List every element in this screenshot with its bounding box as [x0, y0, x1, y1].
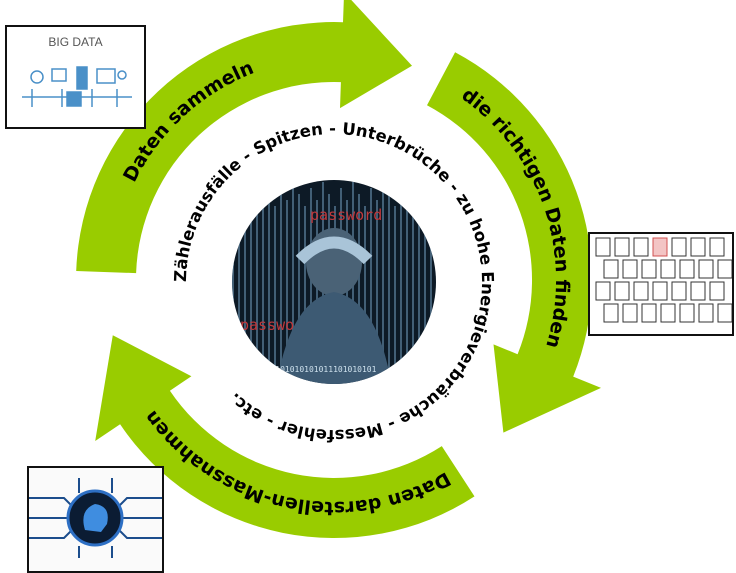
arrow-daten-sammeln	[76, 0, 412, 274]
document-icon	[671, 281, 687, 301]
code-rain-column	[400, 188, 402, 384]
document-icon	[709, 281, 725, 301]
document-icon	[652, 237, 668, 257]
document-icon	[614, 237, 630, 257]
document-icon	[717, 259, 732, 279]
big-data-title: BIG DATA	[48, 35, 103, 49]
document-icon	[641, 303, 657, 323]
document-icon	[595, 281, 611, 301]
code-rain-column	[304, 206, 306, 384]
code-rain-column	[388, 194, 390, 384]
arrow-daten-darstellen	[95, 335, 475, 539]
code-rain-column	[310, 188, 312, 384]
code-rain-column	[268, 194, 270, 384]
document-icon	[698, 303, 714, 323]
code-rain-column	[256, 200, 258, 384]
code-rain-column	[376, 200, 378, 384]
document-icon	[633, 237, 649, 257]
document-icon	[660, 303, 676, 323]
document-icon	[709, 237, 725, 257]
svg-text:password: password	[310, 206, 382, 224]
code-rain-column	[316, 200, 318, 384]
arrow-daten-finden	[427, 52, 601, 433]
code-rain-column	[418, 194, 420, 384]
code-rain-column	[280, 188, 282, 384]
code-rain-column	[232, 182, 234, 384]
big-data-image: BIG DATA	[5, 25, 146, 129]
svg-text:1111101010101011101010101: 1111101010101011101010101	[256, 365, 377, 374]
code-rain-column	[436, 200, 438, 410]
document-icon	[603, 303, 619, 323]
code-rain-column	[424, 206, 426, 384]
document-icon	[595, 237, 611, 257]
code-rain-column	[286, 200, 288, 384]
code-rain-column	[382, 182, 384, 384]
documents-image	[588, 232, 734, 336]
code-rain-column	[430, 188, 432, 384]
code-rain-column	[412, 182, 414, 384]
document-icon	[633, 281, 649, 301]
code-rain-column	[292, 182, 294, 384]
brain-circuit-icon	[29, 478, 162, 558]
code-rain-column	[370, 188, 372, 384]
document-icon	[641, 259, 657, 279]
document-icon	[698, 259, 714, 279]
document-icon	[603, 259, 619, 279]
document-icon	[690, 281, 706, 301]
document-icon	[679, 303, 695, 323]
code-rain-column	[358, 194, 360, 384]
center-photo: password password 1111101010101011101010…	[232, 180, 438, 410]
code-rain-column	[262, 182, 264, 384]
code-rain-column	[406, 200, 408, 384]
code-rain-column	[250, 188, 252, 384]
document-icon	[671, 237, 687, 257]
code-rain-column	[244, 206, 246, 384]
document-icon	[652, 281, 668, 301]
code-rain-column	[364, 206, 366, 384]
document-icon	[690, 237, 706, 257]
document-icon	[679, 259, 695, 279]
documents-icons	[595, 237, 732, 323]
document-icon	[622, 259, 638, 279]
code-rain-column	[394, 206, 396, 384]
document-icon	[660, 259, 676, 279]
big-data-icons	[22, 66, 132, 107]
code-rain-column	[238, 194, 240, 384]
code-rain-column	[298, 194, 300, 384]
document-icon	[622, 303, 638, 323]
code-rain-column	[274, 206, 276, 384]
document-icon	[717, 303, 732, 323]
brain-circuit-image	[27, 466, 164, 573]
document-icon	[614, 281, 630, 301]
